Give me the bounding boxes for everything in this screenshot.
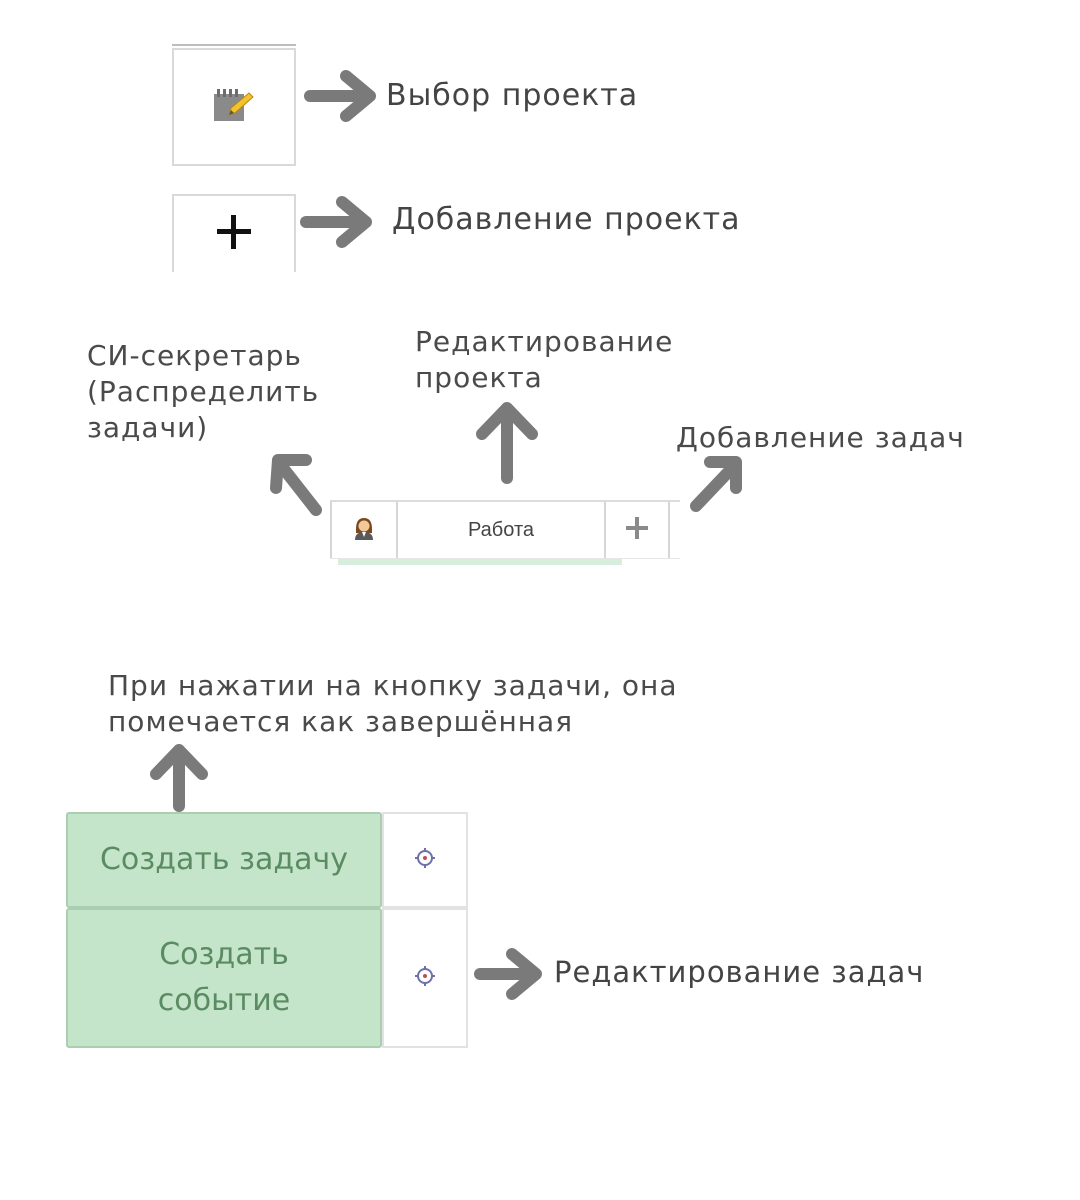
add-tasks-arrow	[682, 448, 752, 518]
task-label-line: событие	[157, 983, 291, 1018]
edit-project-line: проекта	[415, 361, 543, 394]
add-project-arrow	[296, 190, 382, 254]
ai-secretary-arrow	[262, 444, 332, 524]
project-bar: Работа	[330, 500, 680, 565]
edit-project-arrow	[472, 398, 542, 488]
task-click-line: При нажатии на кнопку задачи, она	[108, 669, 678, 702]
task-click-line: помечается как завершённая	[108, 705, 574, 738]
edit-tasks-arrow	[470, 942, 550, 1006]
project-bar-row: Работа	[330, 500, 680, 559]
toolbar-edge	[172, 44, 296, 46]
select-project-button[interactable]	[172, 48, 296, 166]
task-settings-button[interactable]	[382, 908, 468, 1048]
project-title-button[interactable]: Работа	[398, 502, 606, 558]
edit-project-line: Редактирование	[415, 325, 674, 358]
secretary-person-icon	[352, 515, 376, 545]
notepad-pencil-icon	[211, 85, 257, 129]
ai-secretary-annotation: СИ-секретарь (Распределить задачи)	[87, 338, 319, 446]
task-label-line: Создать	[159, 937, 289, 972]
plus-icon	[624, 515, 650, 545]
add-project-annotation: Добавление проекта	[392, 202, 741, 237]
ai-secretary-line: задачи)	[87, 411, 209, 444]
gear-icon	[414, 847, 436, 873]
edit-project-annotation: Редактирование проекта	[415, 324, 673, 396]
ai-secretary-line: (Распределить	[87, 375, 320, 408]
add-tasks-annotation: Добавление задач	[676, 421, 965, 454]
select-project-arrow	[300, 64, 386, 128]
task-click-arrow	[144, 740, 214, 814]
task-click-annotation: При нажатии на кнопку задачи, она помеча…	[108, 668, 677, 740]
ai-secretary-line: СИ-секретарь	[87, 339, 302, 372]
project-title: Работа	[468, 518, 534, 541]
task-button[interactable]: Создать событие	[66, 908, 382, 1048]
project-bar-divider	[338, 559, 622, 565]
task-label: Создать задачу	[99, 842, 348, 877]
add-project-button[interactable]	[172, 194, 296, 272]
plus-icon	[214, 212, 254, 256]
add-task-button[interactable]	[606, 502, 670, 558]
task-button[interactable]: Создать задачу	[66, 812, 382, 908]
task-settings-button[interactable]	[382, 812, 468, 908]
select-project-annotation: Выбор проекта	[386, 78, 639, 113]
edit-tasks-annotation: Редактирование задач	[554, 955, 925, 989]
ai-secretary-button[interactable]	[330, 502, 398, 558]
gear-icon	[414, 965, 436, 991]
